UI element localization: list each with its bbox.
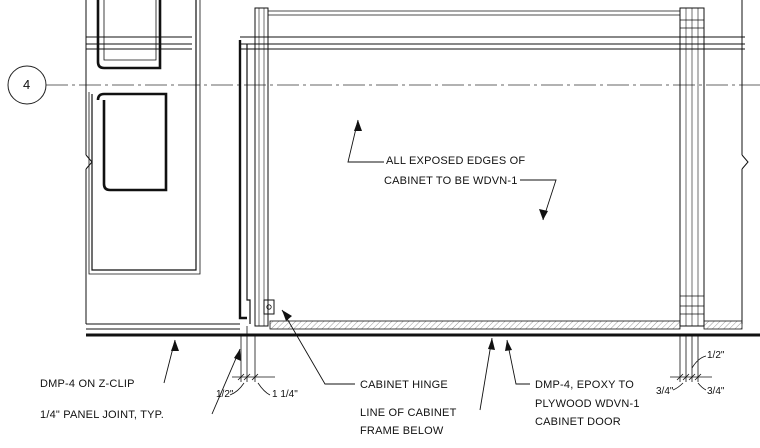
grid-line-4 xyxy=(7,65,760,105)
dim-left-half: 1/2" xyxy=(216,389,234,400)
left-wall-panel xyxy=(85,0,201,324)
note-epoxy-line1: DMP-4, EPOXY TO xyxy=(535,379,634,391)
note-frame-line1: LINE OF CABINET xyxy=(360,407,457,419)
cabinet-left-stile xyxy=(238,7,275,327)
grid-bubble-label: 4 xyxy=(23,77,31,92)
dim-right-three-quarter-a: 3/4" xyxy=(656,386,674,397)
dim-right-half: 1/2" xyxy=(707,350,725,361)
leaders xyxy=(163,119,557,415)
note-epoxy-line2: PLYWOOD WDVN-1 xyxy=(535,398,640,410)
note-cabinet-hinge: CABINET HINGE xyxy=(360,379,448,391)
note-panel-joint: 1/4" PANEL JOINT, TYP. xyxy=(40,409,165,421)
top-band xyxy=(86,0,749,324)
cabinet-door-panel xyxy=(86,320,760,337)
note-dmp-zclip: DMP-4 ON Z-CLIP xyxy=(40,378,135,390)
dim-right-three-quarter-b: 3/4" xyxy=(707,386,725,397)
note-exposed-edges-line1: ALL EXPOSED EDGES OF xyxy=(386,155,526,167)
dimension-lines xyxy=(229,335,712,396)
cabinet-right-stile xyxy=(679,7,705,327)
dim-left-quarter: 1 1/4" xyxy=(272,389,298,400)
note-epoxy-line3: CABINET DOOR xyxy=(535,416,621,428)
note-exposed-edges-line2: CABINET TO BE WDVN-1 xyxy=(384,175,518,187)
note-frame-line2: FRAME BELOW xyxy=(360,425,444,437)
